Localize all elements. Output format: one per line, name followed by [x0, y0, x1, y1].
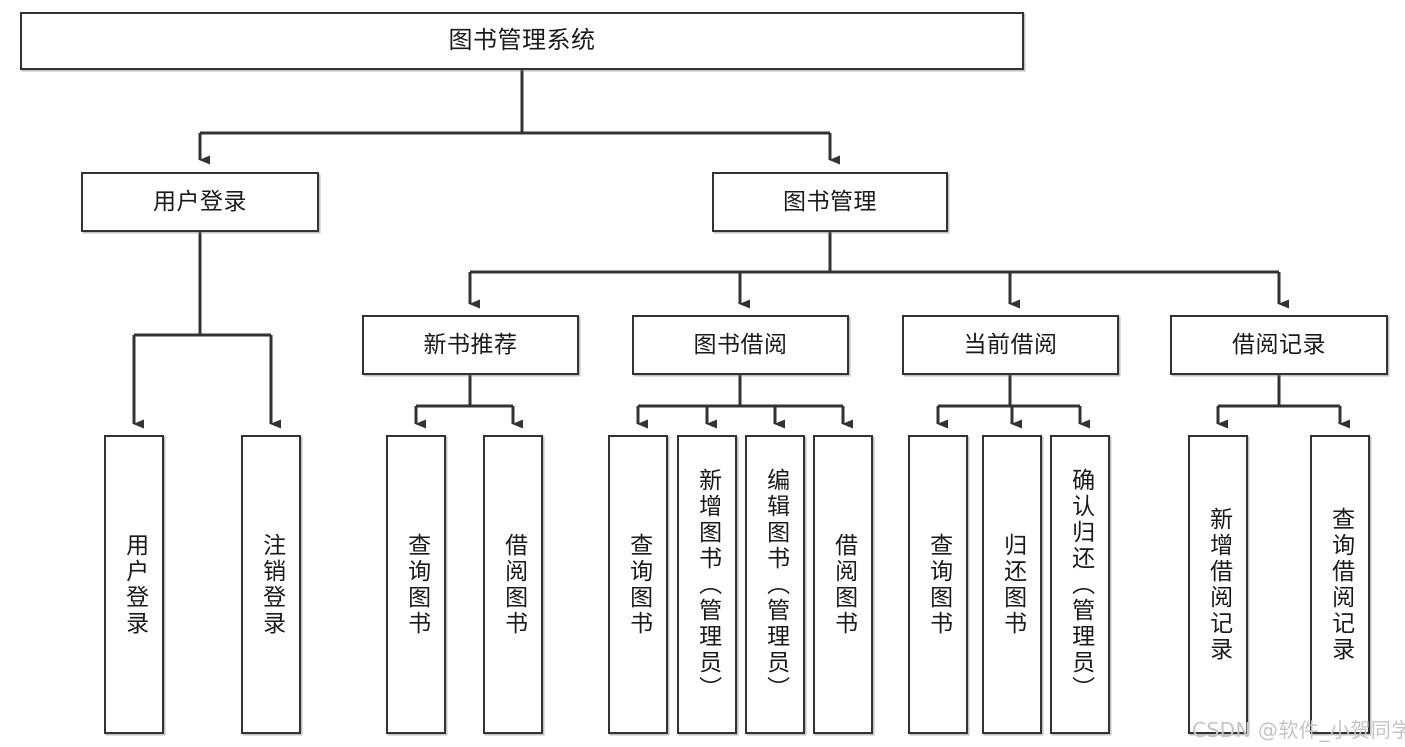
leaf-query-book-current[interactable]: 查询图书 [908, 435, 968, 734]
node-user-login-label: 用户登录 [153, 188, 247, 215]
node-new-book-recommend-label: 新书推荐 [423, 331, 518, 358]
node-root-label: 图书管理系统 [448, 26, 596, 55]
leaf-query-book-borrow-label: 查询图书 [625, 532, 652, 637]
node-root[interactable]: 图书管理系统 [20, 12, 1024, 70]
node-book-borrow-label: 图书借阅 [693, 331, 788, 358]
leaf-confirm-return-admin[interactable]: 确认归还（管理员） [1050, 435, 1110, 734]
leaf-confirm-return-admin-label: 确认归还（管理员） [1067, 467, 1094, 702]
leaf-logout[interactable]: 注销登录 [241, 435, 301, 734]
node-user-login[interactable]: 用户登录 [81, 172, 319, 232]
node-new-book-recommend[interactable]: 新书推荐 [362, 315, 579, 375]
leaf-borrow-book-label: 借阅图书 [830, 532, 857, 637]
watermark-text: CSDN @软件_小贺同学 [1192, 718, 1405, 742]
leaf-query-book-borrow[interactable]: 查询图书 [608, 435, 668, 734]
node-borrow-record[interactable]: 借阅记录 [1170, 315, 1388, 375]
leaf-user-login[interactable]: 用户登录 [104, 435, 164, 734]
leaf-logout-label: 注销登录 [258, 532, 285, 637]
leaf-add-borrow-record[interactable]: 新增借阅记录 [1188, 435, 1248, 734]
leaf-user-login-label: 用户登录 [121, 532, 148, 637]
node-current-borrow-label: 当前借阅 [963, 331, 1058, 358]
leaf-return-book-label: 归还图书 [999, 532, 1026, 637]
leaf-borrow-book[interactable]: 借阅图书 [813, 435, 873, 734]
leaf-borrow-book-recommend-label: 借阅图书 [500, 532, 527, 637]
leaf-return-book[interactable]: 归还图书 [982, 435, 1042, 734]
leaf-edit-book-admin-label: 编辑图书（管理员） [762, 467, 789, 702]
leaf-query-borrow-record-label: 查询借阅记录 [1327, 506, 1354, 663]
leaf-query-borrow-record[interactable]: 查询借阅记录 [1310, 435, 1370, 734]
node-book-borrow[interactable]: 图书借阅 [632, 315, 849, 375]
node-book-management[interactable]: 图书管理 [712, 172, 948, 232]
leaf-query-book-current-label: 查询图书 [925, 532, 952, 637]
leaf-query-book-recommend-label: 查询图书 [403, 532, 430, 637]
leaf-borrow-book-recommend[interactable]: 借阅图书 [483, 435, 543, 734]
leaf-add-book-admin[interactable]: 新增图书（管理员） [677, 435, 737, 734]
leaf-add-borrow-record-label: 新增借阅记录 [1205, 506, 1232, 663]
node-borrow-record-label: 借阅记录 [1232, 331, 1326, 358]
leaf-edit-book-admin[interactable]: 编辑图书（管理员） [745, 435, 805, 734]
node-book-management-label: 图书管理 [783, 188, 877, 215]
leaf-query-book-recommend[interactable]: 查询图书 [386, 435, 446, 734]
node-current-borrow[interactable]: 当前借阅 [902, 315, 1119, 375]
leaf-add-book-admin-label: 新增图书（管理员） [694, 467, 721, 702]
